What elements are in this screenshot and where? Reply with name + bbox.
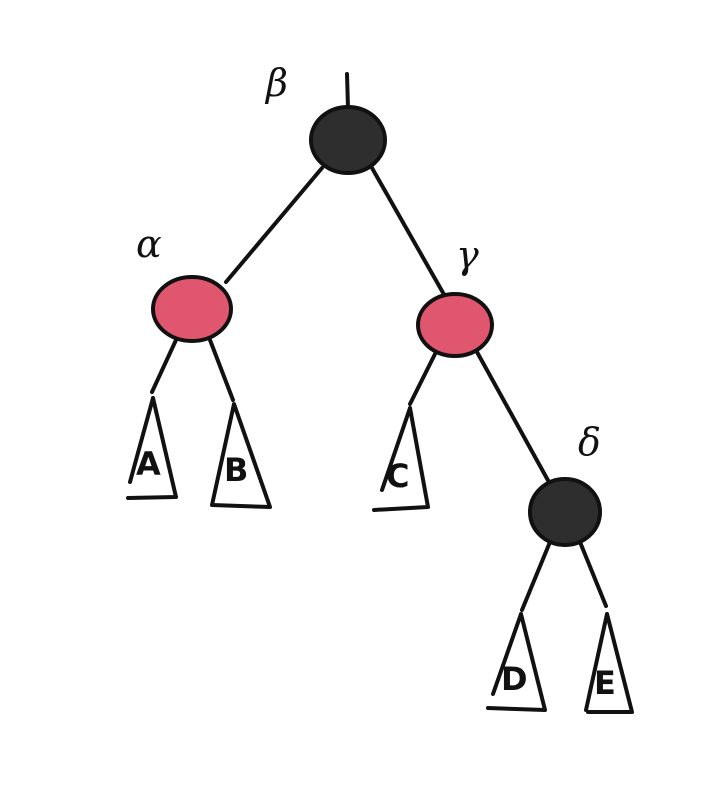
- node-alpha: [151, 275, 233, 343]
- edge-alpha-B: [208, 338, 235, 402]
- subtree-E-label: E: [594, 664, 616, 702]
- edge-beta-alpha: [224, 166, 324, 284]
- node-gamma: [416, 292, 494, 358]
- subtree-E-triangle: [584, 612, 634, 714]
- subtree-D-label: D: [501, 660, 528, 698]
- edge-gamma-delta: [475, 350, 552, 486]
- node-delta-label: δ: [578, 420, 601, 464]
- subtree-B-label: B: [224, 451, 248, 489]
- subtree-D-triangle: [486, 612, 547, 712]
- node-gamma-label: γ: [456, 233, 479, 277]
- subtree-C-triangle: [372, 406, 430, 512]
- subtree-B-triangle: [210, 402, 272, 509]
- subtree-C-label: C: [386, 457, 409, 495]
- node-beta-label: β: [264, 61, 288, 105]
- subtree-A-label: A: [136, 445, 161, 483]
- node-beta: [309, 105, 387, 175]
- node-alpha-label: α: [136, 222, 162, 266]
- edge-gamma-C: [408, 350, 438, 406]
- node-delta: [528, 477, 602, 547]
- subtree-A-triangle: [126, 396, 178, 500]
- edge-delta-E: [578, 540, 608, 608]
- edge-alpha-A: [150, 338, 178, 394]
- root-parent-edge: [345, 72, 350, 110]
- edge-delta-D: [520, 540, 552, 612]
- edge-beta-gamma: [370, 166, 448, 300]
